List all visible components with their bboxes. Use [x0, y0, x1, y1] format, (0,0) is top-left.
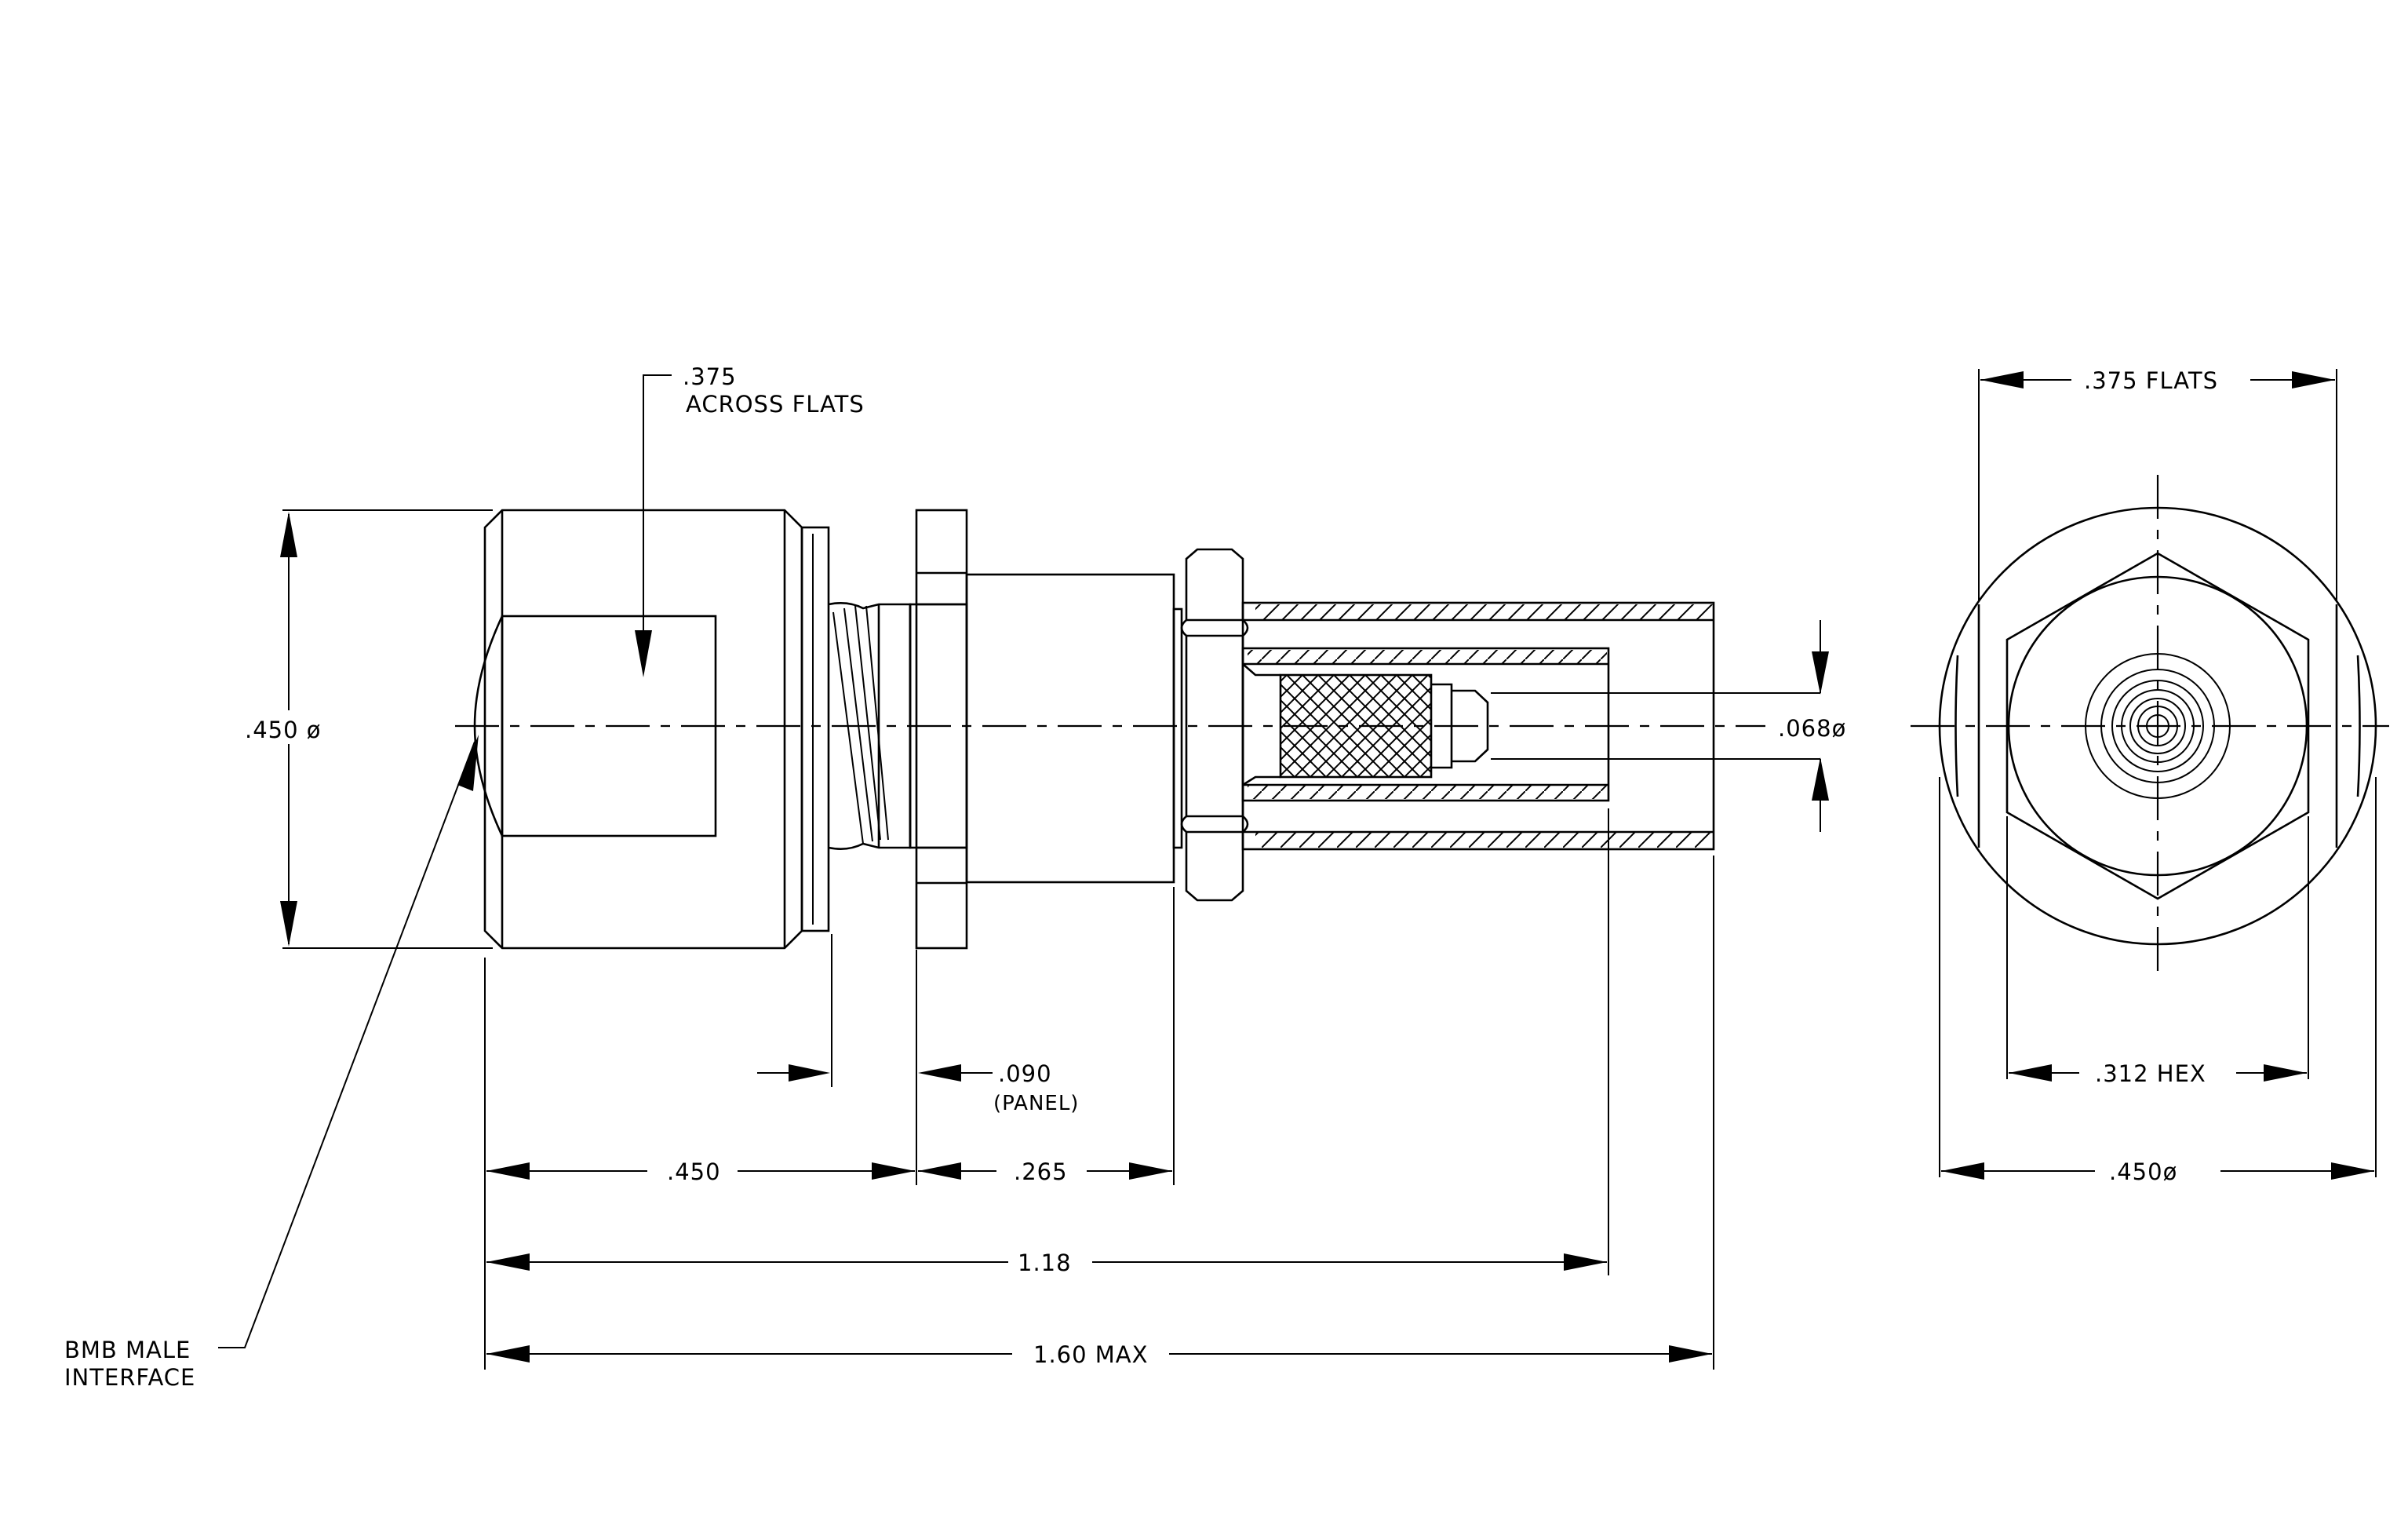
- knurled-contact: [1242, 663, 1820, 786]
- front-length-label: .450: [667, 1158, 721, 1185]
- contact-rings: [2085, 653, 2231, 799]
- extension-lines: [282, 509, 1714, 1370]
- contact-diameter-dimension: .068ø: [1778, 620, 1846, 832]
- body-diameter-label: .450 ø: [245, 717, 322, 743]
- end-view: .375 FLATS .312 HEX .450ø: [1911, 367, 2389, 1185]
- flats-label: .375 FLATS: [2084, 367, 2218, 394]
- hex-dimension: .312 HEX: [2009, 1060, 2307, 1087]
- contact-diameter-label: .068ø: [1778, 715, 1846, 742]
- panel-thickness-dimension: .090 (PANEL): [918, 1060, 1079, 1115]
- hex-outline: [2005, 552, 2310, 900]
- coupling-nut: [473, 509, 830, 950]
- inner-circle: [2007, 575, 2308, 877]
- interface-label-line2: INTERFACE: [64, 1364, 195, 1391]
- interface-label-line1: BMB MALE: [64, 1337, 191, 1363]
- panel-flange: [909, 509, 968, 950]
- outer-diameter-label: .450ø: [2109, 1158, 2177, 1185]
- crimp-tube: [1241, 601, 1715, 851]
- across-flats-leader: .375 ACROSS FLATS: [635, 363, 865, 677]
- hex-label: .312 HEX: [2095, 1060, 2206, 1087]
- front-length-dimension: .450: [486, 1158, 915, 1185]
- outer-diameter-dimension: .450ø: [1941, 1158, 2374, 1185]
- side-view: .375 ACROSS FLATS .450 ø .068ø: [64, 363, 1846, 1391]
- outer-circle: [1938, 506, 2377, 946]
- interface-leader: BMB MALE INTERFACE: [64, 735, 479, 1391]
- rear-body: [965, 573, 1183, 884]
- across-flats-label: ACROSS FLATS: [686, 391, 865, 418]
- overall-length-dimension: 1.60 MAX: [486, 1341, 1712, 1368]
- panel-thickness-label: (PANEL): [993, 1092, 1079, 1115]
- rear-length-dimension: .265: [918, 1158, 1172, 1185]
- body-diameter-dimension: .450 ø: [245, 512, 322, 947]
- flats-dimension: .375 FLATS: [1980, 367, 2335, 394]
- tube-length-label: 1.18: [1018, 1250, 1072, 1276]
- groove-dimension: [757, 1064, 830, 1082]
- across-flats-value: .375: [683, 363, 737, 390]
- rear-length-label: .265: [1014, 1158, 1068, 1185]
- tube-length-dimension: 1.18: [486, 1250, 1607, 1276]
- hex-nut: [1180, 548, 1249, 902]
- overall-length-label: 1.60 MAX: [1033, 1341, 1149, 1368]
- panel-thickness-value: .090: [998, 1060, 1052, 1087]
